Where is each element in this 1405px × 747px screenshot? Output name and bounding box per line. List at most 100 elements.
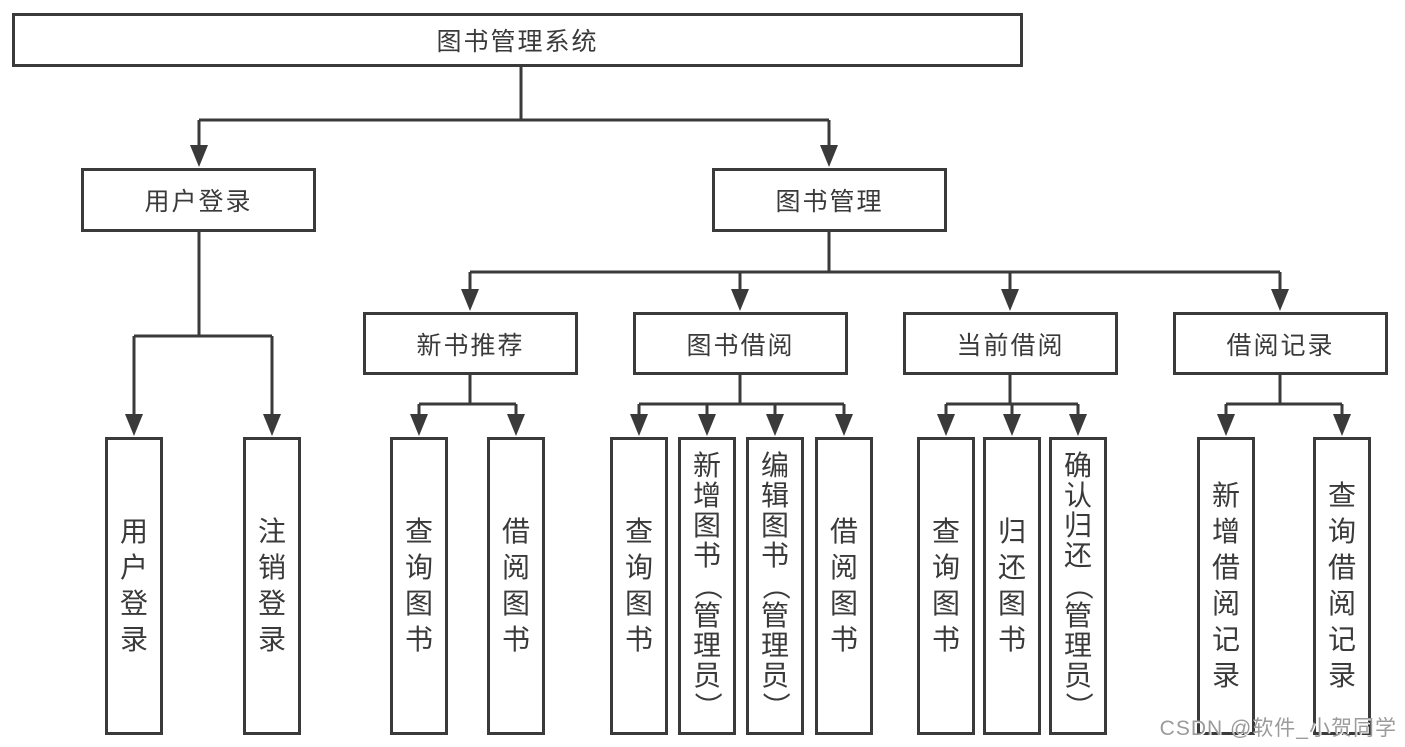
leaf-label-char: 管 <box>1063 600 1092 631</box>
leaf-label-char: 书 <box>404 624 433 655</box>
leaf-label-char: 书 <box>931 624 960 655</box>
leaf-label-char: 还 <box>997 552 1026 583</box>
watermark: CSDN @软件_小贺同学 <box>1159 717 1397 740</box>
leaf-label-char: 增 <box>1211 516 1240 547</box>
node-label: 新书推荐 <box>416 331 525 360</box>
leaf-label-char: 录 <box>257 624 286 655</box>
leaf-label-char: 图 <box>692 510 721 541</box>
leaf-label-char: 借 <box>1211 552 1240 583</box>
arrowhead <box>937 414 955 436</box>
leaf-borrow-books: 借阅图书 <box>815 437 873 735</box>
leaf-label-char: 询 <box>931 552 960 583</box>
leaf-label-char: 管 <box>692 600 721 631</box>
node-label: 图书借阅 <box>686 331 795 360</box>
leaf-borrow-books-recommend: 借阅图书 <box>487 437 545 735</box>
leaf-label-char: 询 <box>624 552 653 583</box>
leaf-return-book: 归还图书 <box>983 437 1041 735</box>
leaf-label-char: 录 <box>1327 660 1356 691</box>
leaf-label-char: 管 <box>760 600 789 631</box>
edge-book-management-to-level3 <box>468 232 1282 290</box>
leaf-label-char: 登 <box>119 588 148 619</box>
leaf-label-char: （ <box>760 571 791 600</box>
arrowhead <box>461 289 479 311</box>
leaf-label-char: 户 <box>119 552 148 583</box>
leaf-label-char: 图 <box>404 588 433 619</box>
leaf-label-char: 编 <box>760 450 789 481</box>
leaf-label-char: ） <box>1063 691 1094 720</box>
node-library-management-system: 图书管理系统 <box>12 13 1023 67</box>
node-new-book-recommend: 新书推荐 <box>363 312 578 375</box>
leaf-label-char: 图 <box>931 588 960 619</box>
leaf-label-char: 员 <box>760 660 789 691</box>
node-current-borrow: 当前借阅 <box>903 312 1118 375</box>
arrowhead <box>731 289 749 311</box>
leaf-label-char: 查 <box>404 516 433 547</box>
node-book-management: 图书管理 <box>712 168 947 232</box>
node-label: 图书管理 <box>775 188 884 216</box>
edge-root-to-level2 <box>197 67 831 146</box>
node-label: 用户登录 <box>144 188 253 216</box>
leaf-label-char: ） <box>692 691 723 720</box>
leaf-label-char: 新 <box>692 450 721 481</box>
leaf-add-book-admin: 新增图书（管理员） <box>678 437 736 735</box>
arrowhead <box>125 414 143 436</box>
leaf-label-char: 借 <box>829 516 858 547</box>
leaf-label-char: 阅 <box>1211 588 1240 619</box>
node-book-borrow: 图书借阅 <box>633 312 848 375</box>
leaf-label-char: 员 <box>692 660 721 691</box>
leaf-label-char: 理 <box>760 630 789 661</box>
leaf-label-char: 查 <box>931 516 960 547</box>
node-label: 图书管理系统 <box>436 28 599 56</box>
leaf-label-char: 图 <box>501 588 530 619</box>
node-borrow-records: 借阅记录 <box>1173 312 1388 375</box>
leaf-label-char: 辑 <box>760 480 789 511</box>
leaf-label-char: 询 <box>404 552 433 583</box>
leaf-label-char: （ <box>692 571 723 600</box>
leaf-label-char: ） <box>760 691 791 720</box>
leaf-label-char: 书 <box>997 624 1026 655</box>
leaf-add-borrow-record: 新增借阅记录 <box>1197 437 1255 735</box>
edge-borrow-to-leaves <box>637 375 846 415</box>
leaf-label-char: 用 <box>119 516 148 547</box>
edge-recommend-to-leaves <box>417 375 518 415</box>
leaf-label-char: 查 <box>1327 480 1356 511</box>
leaf-label-char: 书 <box>760 540 789 571</box>
leaf-label-char: 理 <box>1063 630 1092 661</box>
arrowhead <box>1333 414 1351 436</box>
leaf-label-char: 还 <box>1063 540 1092 571</box>
leaf-logout-login: 注销登录 <box>243 437 301 735</box>
leaf-label-char: 增 <box>692 480 721 511</box>
arrowhead <box>1217 414 1235 436</box>
leaf-label-char: 归 <box>997 516 1026 547</box>
leaf-label-char: 借 <box>501 516 530 547</box>
connector-lines <box>132 67 1344 415</box>
leaf-label-char: 理 <box>692 630 721 661</box>
leaf-label-char: 归 <box>1063 510 1092 541</box>
leaf-label-char: 查 <box>624 516 653 547</box>
arrowhead <box>1001 289 1019 311</box>
leaf-label-char: 阅 <box>1327 588 1356 619</box>
leaf-label-char: 记 <box>1327 624 1356 655</box>
leaf-label-char: 记 <box>1211 624 1240 655</box>
arrowhead <box>698 414 716 436</box>
leaf-label-char: 书 <box>624 624 653 655</box>
leaf-label-char: 录 <box>119 624 148 655</box>
leaf-label-char: 图 <box>760 510 789 541</box>
leaf-label-char: 注 <box>257 516 286 547</box>
arrowhead <box>410 414 428 436</box>
leaf-query-books-borrow: 查询图书 <box>610 437 668 735</box>
leaf-label-char: 新 <box>1211 480 1240 511</box>
edge-user-login-to-leaves <box>132 232 274 415</box>
leaf-label-char: 登 <box>257 588 286 619</box>
leaf-label-char: 图 <box>624 588 653 619</box>
arrowhead <box>1003 414 1021 436</box>
leaf-label-char: 询 <box>1327 516 1356 547</box>
arrowhead <box>263 414 281 436</box>
leaf-label-char: 销 <box>257 552 286 583</box>
leaf-query-borrow-record: 查询借阅记录 <box>1313 437 1371 735</box>
leaf-label-char: 员 <box>1063 660 1092 691</box>
leaf-label-char: 图 <box>829 588 858 619</box>
arrowhead <box>630 414 648 436</box>
edge-current-to-leaves <box>944 375 1080 415</box>
leaf-label-char: 借 <box>1327 552 1356 583</box>
